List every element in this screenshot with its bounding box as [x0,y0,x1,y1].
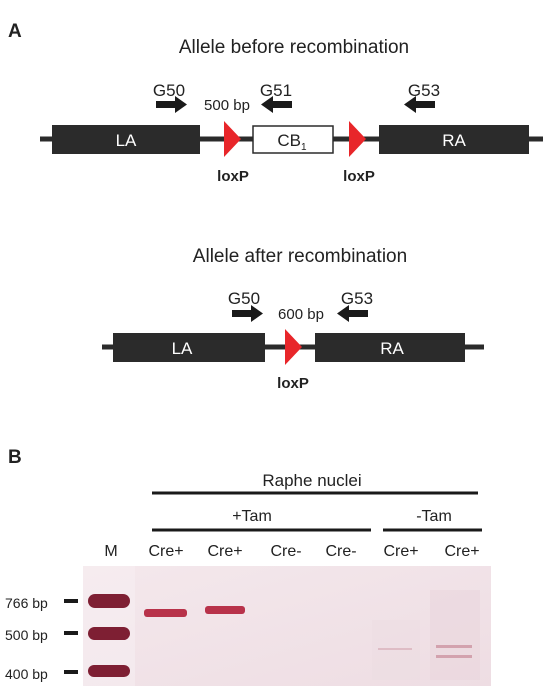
after-primer-g50-arrow-icon [232,305,263,322]
panel-a-label: A [8,21,22,42]
left-arm-box [52,125,200,154]
lane-5-faint-band [378,648,412,650]
after-title: Allele after recombination [193,246,407,267]
primer-g51-label: G51 [260,81,292,100]
minus-tam-label: -Tam [416,508,452,525]
primer-g50-label: G50 [153,81,185,100]
lane-label-2: Cre+ [207,543,242,560]
after-primer-g53-arrow-icon [337,305,368,322]
after-loxp-label: loxP [277,375,309,392]
lane-2-band [205,606,245,614]
right-arm-label: RA [442,131,466,150]
after-right-arm-label: RA [380,339,404,358]
lane-label-4: Cre- [325,543,356,560]
marker-band-500 [88,627,130,640]
primer-g53-arrow-icon [404,96,435,113]
lane-label-5: Cre+ [383,543,418,560]
marker-band-766 [88,594,130,608]
loxp-left-label: loxP [217,168,249,185]
lane-1-band [144,609,187,617]
lane-6-faint-band-2 [436,655,472,658]
primer-g53-label: G53 [408,81,440,100]
marker-label-766: 766 bp [5,595,48,611]
cb1-cassette-label: CB1 [277,131,307,153]
lane-label-3: Cre- [270,543,301,560]
marker-band-400 [88,665,130,677]
raphe-nuclei-label: Raphe nuclei [262,471,361,490]
after-left-arm-box [113,333,265,362]
primer-g51-arrow-icon [261,96,292,113]
after-primer-g50-label: G50 [228,289,260,308]
after-left-arm-label: LA [172,339,193,358]
lane-label-1: Cre+ [148,543,183,560]
cb1-cassette-box [252,125,334,154]
marker-label-500: 500 bp [5,627,48,643]
product-size-before: 500 bp [204,97,250,114]
after-right-arm-box [315,333,465,362]
lane-6-smear [430,590,480,680]
loxp-left-triangle-icon [224,121,241,157]
lane-label-6: Cre+ [444,543,479,560]
right-arm-box [379,125,529,154]
after-primer-g53-label: G53 [341,289,373,308]
plus-tam-label: +Tam [232,508,272,525]
marker-label-400: 400 bp [5,666,48,682]
gel-image [83,566,491,686]
marker-tick-500 [64,631,78,635]
left-arm-label: LA [116,131,137,150]
lane-label-marker: M [104,543,117,560]
panel-b-label: B [8,447,22,468]
after-loxp-triangle-icon [285,329,302,365]
gel-background [83,566,491,686]
loxp-right-label: loxP [343,168,375,185]
product-size-after: 600 bp [278,306,324,323]
lane-6-faint-band-1 [436,645,472,648]
loxp-right-triangle-icon [349,121,366,157]
before-title: Allele before recombination [179,37,409,58]
marker-tick-400 [64,670,78,674]
primer-g50-arrow-icon [156,96,187,113]
marker-tick-766 [64,599,78,603]
